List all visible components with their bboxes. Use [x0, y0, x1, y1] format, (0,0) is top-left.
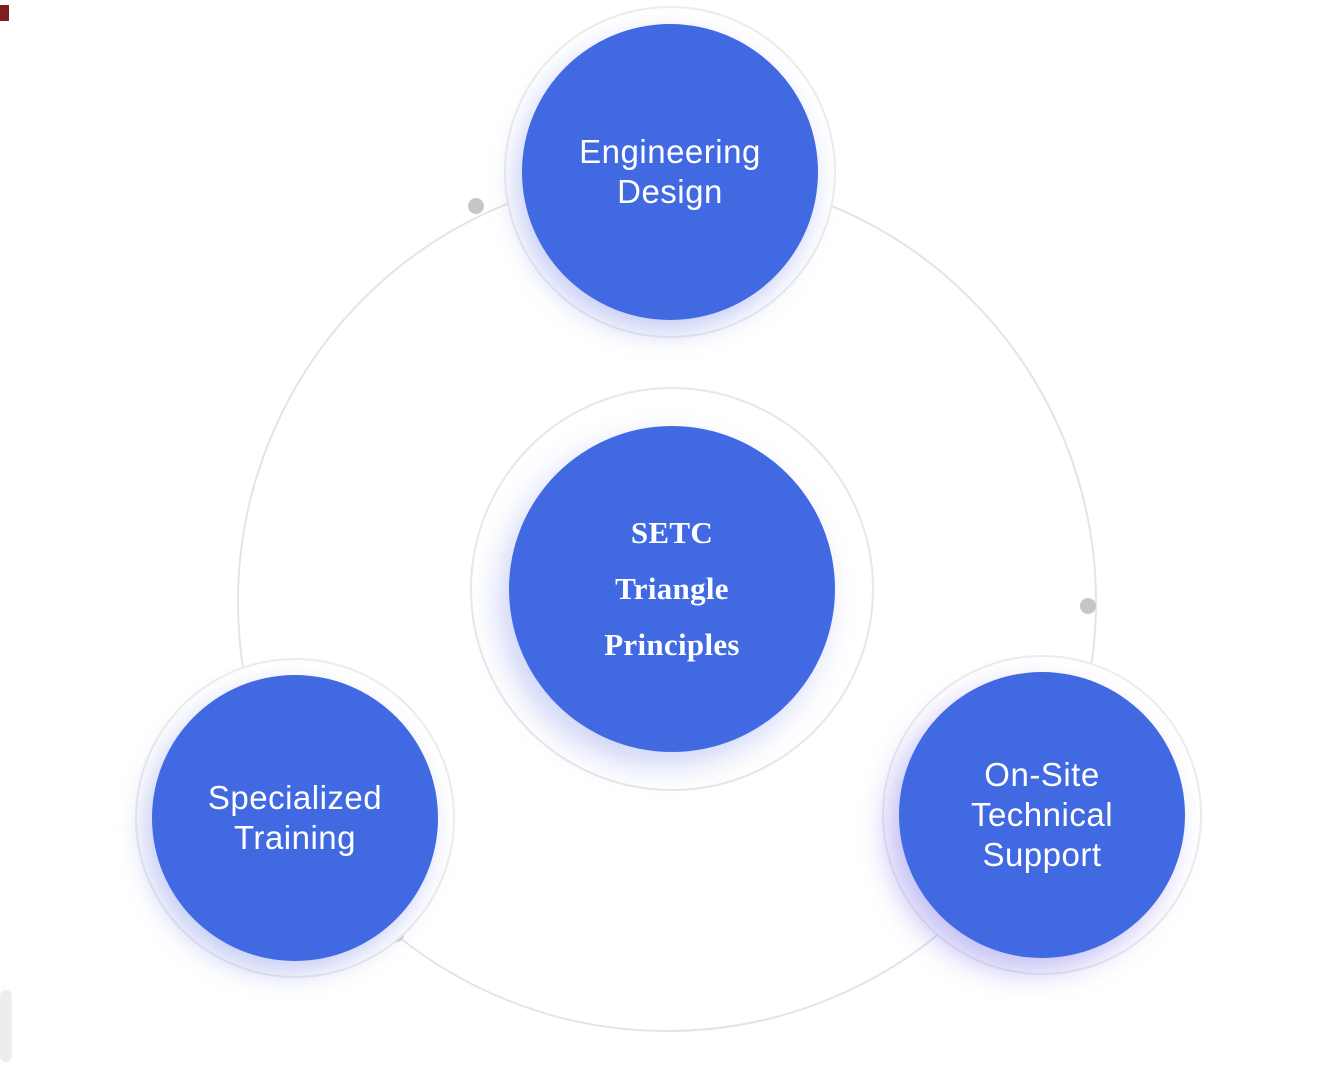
node-center-setc-triangle-principles: SETC Triangle Principles — [509, 426, 835, 752]
center-label-line: SETC — [630, 515, 714, 551]
node-label-line: Specialized — [207, 778, 383, 816]
node-specialized-training: Specialized Training — [152, 675, 438, 961]
node-label-line: On-Site — [984, 755, 1100, 793]
node-label-specialized-training: Specialized Training — [208, 778, 382, 859]
center-label-line: Triangle — [615, 571, 729, 607]
edge-scroll-fragment — [0, 990, 12, 1062]
orbit-dot-top-left — [468, 198, 484, 214]
node-label-line: Technical — [970, 795, 1114, 833]
corner-artifact — [0, 5, 9, 21]
node-label-line: Support — [982, 836, 1102, 874]
center-label: SETC Triangle Principles — [604, 505, 740, 672]
node-label-on-site-technical-support: On-Site Technical Support — [971, 755, 1113, 876]
node-on-site-technical-support: On-Site Technical Support — [899, 672, 1185, 958]
orbit-dot-right — [1080, 598, 1096, 614]
node-label-line: Training — [234, 819, 356, 856]
node-label-engineering-design: Engineering Design — [579, 132, 761, 213]
node-label-line: Engineering — [579, 132, 761, 170]
node-engineering-design: Engineering Design — [522, 24, 818, 320]
node-label-line: Design — [617, 173, 723, 210]
center-label-line: Principles — [604, 626, 740, 662]
